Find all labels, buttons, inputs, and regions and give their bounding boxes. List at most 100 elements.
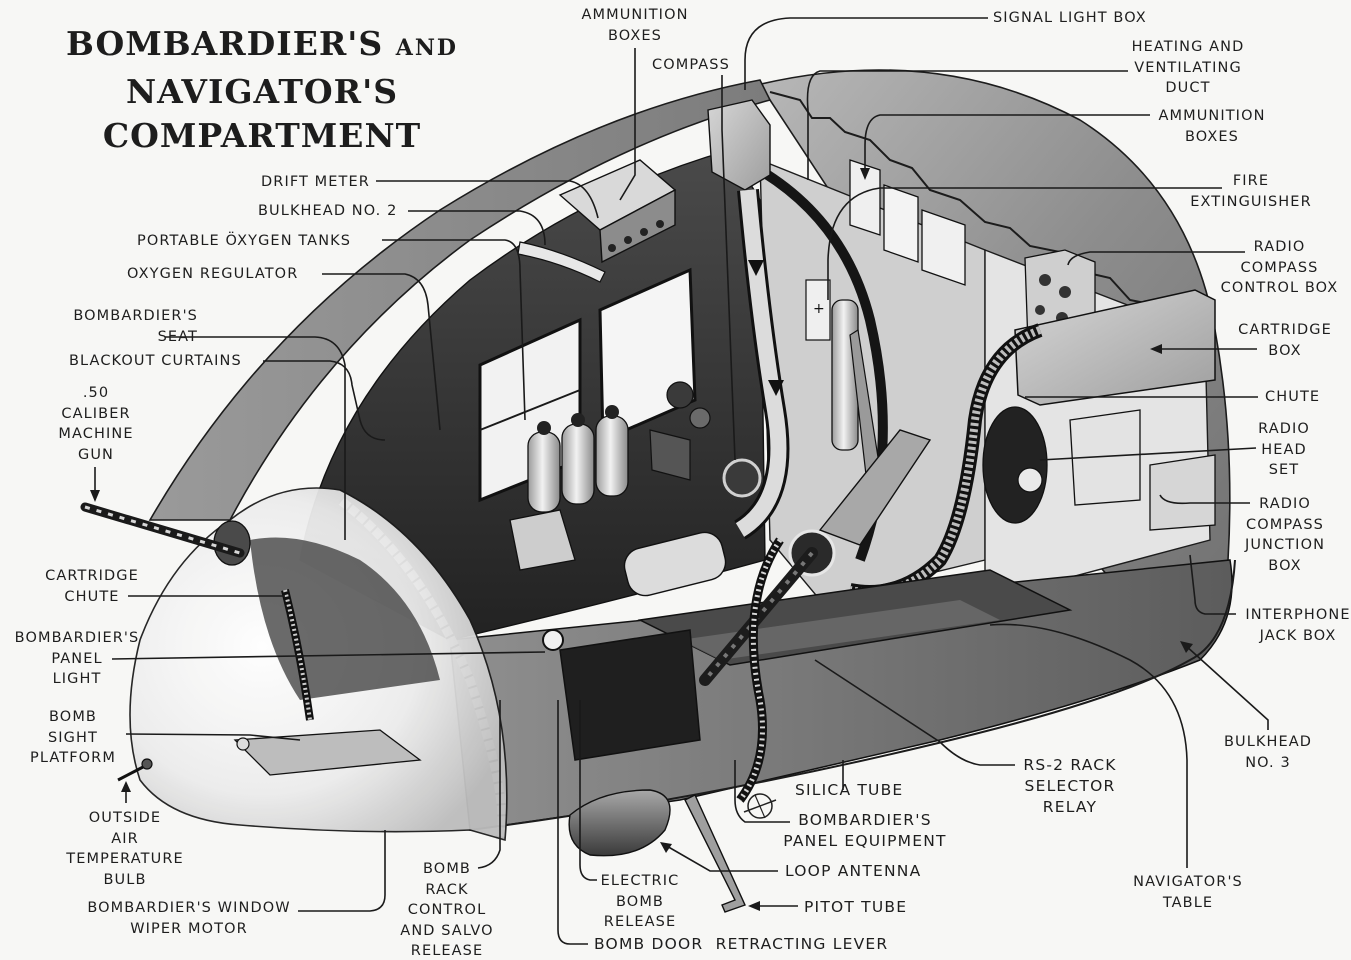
- label-bombardiers-seat: BOMBARDIER'S SEAT: [73, 308, 198, 345]
- leader-navigators-table: [989, 623, 1188, 868]
- leader-bomb-sight-platform: [125, 733, 301, 741]
- arrowhead-bulkhead-no3: [1180, 641, 1193, 653]
- leader-interphone-jack-box: [1189, 554, 1236, 615]
- label-rs2-rack-selector-relay: RS-2 RACK SELECTOR RELAY: [1023, 756, 1117, 816]
- label-fire-extinguisher: FIRE EXTINGUISHER: [1190, 173, 1312, 210]
- radio-junction-box: [1069, 409, 1141, 506]
- bombardier-seat: [623, 531, 727, 597]
- bombardier-station: [509, 458, 762, 761]
- oxygen-tank: [561, 423, 595, 505]
- bombardier-panel-light: [542, 629, 564, 651]
- leader-bulkhead-no2: [408, 210, 546, 246]
- fire-extinguisher: +: [805, 279, 881, 476]
- label-cartridge-box: CARTRIDGE BOX: [1238, 322, 1332, 359]
- leader-drift-meter: [376, 180, 599, 219]
- ammunition-boxes-left: [517, 159, 677, 283]
- label-drift-meter: DRIFT METER: [261, 174, 370, 190]
- title-line-1: BOMBARDIER'S AND: [62, 22, 462, 70]
- label-ammunition-boxes-right: AMMUNITION BOXES: [1158, 108, 1266, 145]
- navigator-gun-mount: [699, 429, 932, 803]
- compass-bowl: [722, 458, 762, 498]
- arrowhead-cartridge-box: [1150, 344, 1162, 354]
- label-radio-compass-control-box: RADIO COMPASS CONTROL BOX: [1220, 239, 1339, 296]
- ammunition-boxes-right: [849, 159, 966, 286]
- svg-text:+: +: [813, 301, 825, 317]
- leader-signal-light-box: [744, 17, 988, 90]
- hull-cut-edge: [769, 91, 1206, 331]
- radio-head-set: [982, 406, 1048, 524]
- label-bomb-door-retracting-lever: BOMB DOOR RETRACTING LEVER: [594, 935, 889, 953]
- leader-rs2-relay: [814, 659, 1015, 766]
- label-radio-head-set: RADIO HEAD SET: [1258, 421, 1310, 478]
- label-bulkhead-no3: BULKHEAD No. 3: [1223, 734, 1313, 771]
- label-cartridge-chute: CARTRIDGE CHUTE: [45, 568, 139, 605]
- arrowhead-machine-gun: [90, 490, 100, 502]
- leader-loop-antenna: [664, 844, 778, 872]
- leader-blackout-curtains: [263, 360, 386, 441]
- bombardier-panel: [559, 629, 701, 761]
- label-bombardiers-panel-equipment: BOMBARDIER'S PANEL EQUIPMENT: [783, 811, 947, 850]
- label-blackout-curtains: BLACKOUT CURTAINS: [69, 353, 242, 369]
- first-aid-kit: [805, 279, 831, 341]
- nose-glazing: [129, 487, 508, 842]
- label-bulkhead-no2: BULKHEAD No. 2: [258, 203, 398, 219]
- label-compass: COMPASS: [652, 57, 730, 73]
- label-radio-compass-junction-box: RADIO COMPASS JUNCTION BOX: [1244, 496, 1326, 574]
- air-temp-probe: [117, 764, 146, 782]
- leader-bulkhead-no3: [1184, 644, 1269, 730]
- leader-fire-extinguisher: [827, 187, 1222, 300]
- loop-antenna-dome: [568, 789, 671, 857]
- label-interphone-jack-box: INTERPHONE JACK BOX: [1245, 607, 1351, 644]
- arrowhead-pitot-tube: [748, 901, 760, 911]
- label-outside-air-temperature-bulb: OUTSIDE AIR TEMPERATURE BULB: [66, 810, 184, 888]
- leader-bomb-rack-control: [477, 700, 501, 869]
- oxygen-regulator: [666, 381, 694, 409]
- label-silica-tube: SILICA TUBE: [795, 781, 904, 799]
- arrowhead-ammunition-boxes-right: [860, 168, 870, 180]
- label-navigators-table: NAVIGATOR'S TABLE: [1133, 874, 1243, 911]
- pitot-tube: [684, 794, 746, 913]
- label-portable-oxygen-tanks: PORTABLE ÖXYGEN TANKS: [137, 233, 352, 249]
- leader-oxygen-regulator: [322, 273, 441, 431]
- label-chute: CHUTE: [1265, 389, 1321, 405]
- leader-bombardiers-seat: [165, 336, 346, 540]
- drift-meter-bracket: [517, 241, 606, 283]
- cartridge-box: [1014, 289, 1216, 406]
- leader-portable-oxygen-tanks: [382, 239, 526, 421]
- leader-compass: [721, 75, 736, 461]
- label-machine-gun: .50 CALIBER MACHINE GUN: [58, 385, 134, 463]
- radio-equipment: [982, 249, 1216, 531]
- label-pitot-tube: PITOT TUBE: [804, 898, 908, 916]
- label-ammunition-boxes-top: AMMUNITION BOXES: [581, 7, 689, 44]
- bomb-sight-platform: [233, 729, 422, 776]
- leader-bombardiers-panel-light: [111, 651, 546, 660]
- callout-leader-lines: [90, 17, 1269, 945]
- nose-machine-gun: [80, 502, 245, 558]
- leader-radio-junction-box: [1159, 494, 1250, 505]
- leader-heating-duct: [806, 70, 1128, 180]
- oxygen-tank: [595, 415, 629, 497]
- title-word-and: AND: [395, 35, 459, 61]
- leader-electric-bomb-release: [579, 700, 597, 881]
- label-oxygen-regulator: OXYGEN REGULATOR: [127, 266, 299, 282]
- label-heating-ventilating-duct: HEATING AND VENTILATING DUCT: [1131, 39, 1245, 96]
- label-bomb-rack-control-salvo-release: BOMB RACK CONTROL AND SALVO RELEASE: [400, 861, 494, 959]
- hull-upper-skin: [148, 79, 772, 521]
- leader-ammunition-boxes-right: [864, 114, 1150, 175]
- leader-bombardiers-panel-equipment: [734, 760, 790, 823]
- portable-oxygen-tanks: [527, 381, 711, 513]
- arrowhead-loop-antenna: [660, 842, 672, 853]
- label-electric-bomb-release: ELECTRIC BOMB RELEASE: [600, 873, 680, 930]
- diagram-title: BOMBARDIER'S AND NAVIGATOR'S COMPARTMENT: [62, 22, 462, 158]
- leader-bomb-door-lever: [557, 700, 588, 945]
- arrowhead-outside-air-temp: [121, 781, 131, 792]
- label-signal-light-box: SIGNAL LIGHT BOX: [993, 10, 1147, 26]
- oxygen-tank: [527, 431, 561, 513]
- leader-window-wiper-motor: [298, 830, 386, 912]
- label-bomb-sight-platform: BOMB SIGHT PLATFORM: [30, 709, 116, 766]
- title-line-2: NAVIGATOR'S: [125, 72, 399, 111]
- manufacturer-emblem: [743, 793, 777, 819]
- leader-radio-head-set: [1039, 447, 1257, 461]
